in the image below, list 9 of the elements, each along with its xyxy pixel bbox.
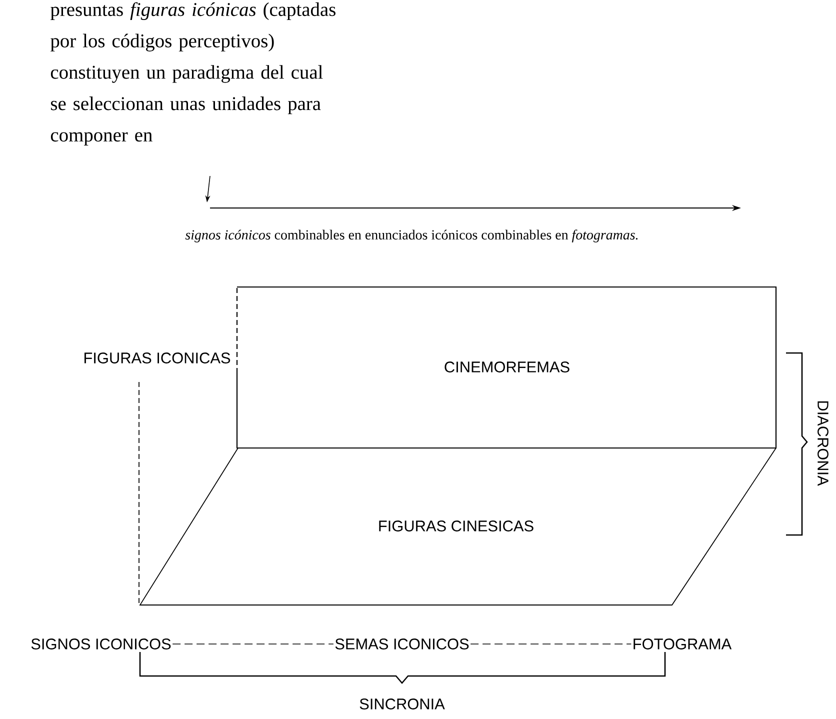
axis-label: SINCRONIA xyxy=(360,698,445,710)
axis-term: SEMAS ICONICOS xyxy=(335,638,469,650)
axis-term: FOTOGRAMA xyxy=(634,638,732,650)
vertical-plane: CINEMORFEMAS xyxy=(236,286,777,449)
text-line: signos icónicos combinables en enunciados icónicos combinables en fotogramas. xyxy=(185,230,638,242)
axis-label: DIACRONIA xyxy=(818,401,828,486)
text-paragraph: presuntas figuras icónicas (captadas por los códigos perceptivos) constituyen un paradigma del cual se seleccionan unas unidades para componer en xyxy=(50,2,336,146)
horizontal-plane: FIGURAS CINESICAS xyxy=(139,448,776,606)
axis-term: SIGNOS ICONICOS xyxy=(31,638,171,650)
